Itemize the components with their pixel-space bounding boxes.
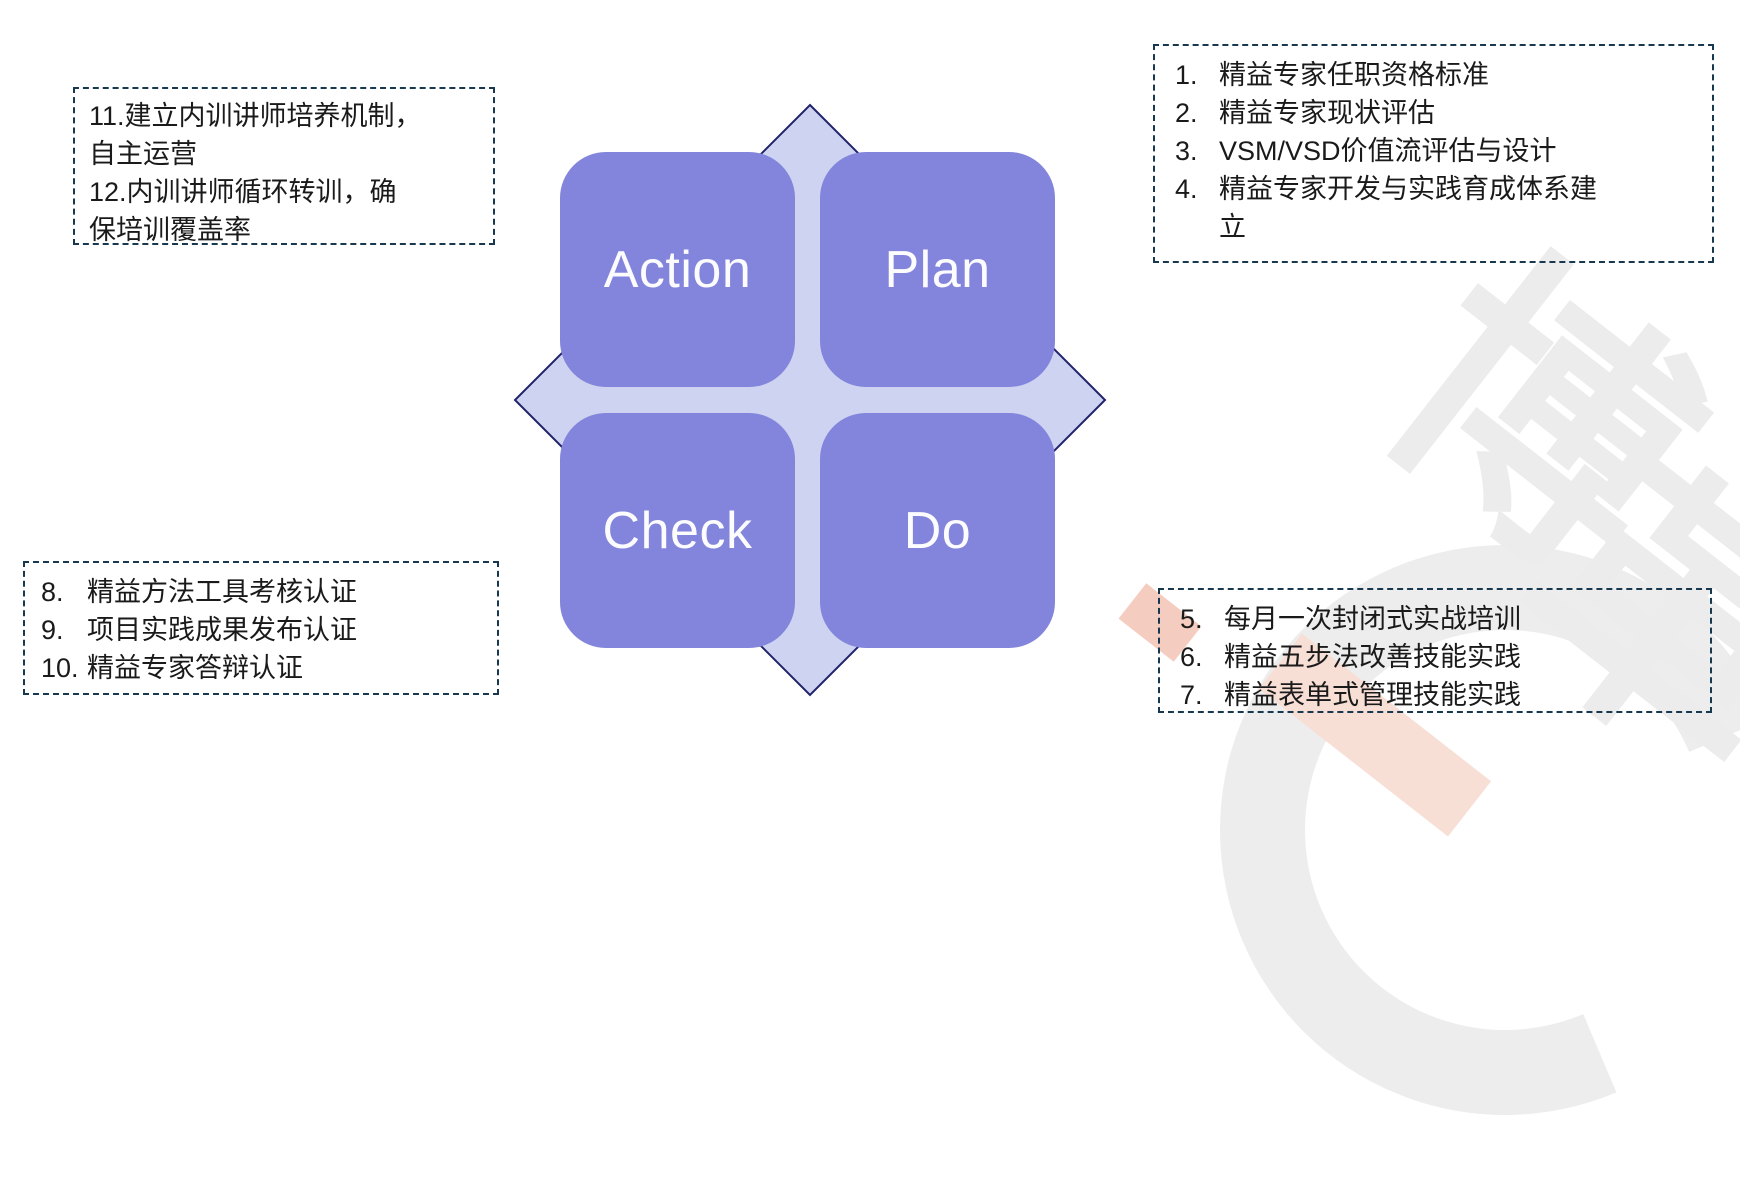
- note-item-text: VSM/VSD价值流评估与设计: [1219, 136, 1557, 166]
- note-item-number: 2.: [1175, 98, 1198, 128]
- plan-notes-box: 1. 精益专家任职资格标准 2. 精益专家现状评估 3. VSM/VSD价值流评…: [1153, 44, 1714, 263]
- pdca-tile-check: Check: [560, 413, 795, 648]
- note-item: 3. VSM/VSD价值流评估与设计: [1175, 132, 1700, 170]
- note-item-number: 4.: [1175, 174, 1198, 204]
- note-item-text: 精益专家现状评估: [1219, 98, 1435, 128]
- note-item-number: 1.: [1175, 60, 1198, 90]
- note-item-text: 精益专家开发与实践育成体系建 立: [1219, 174, 1597, 242]
- note-item-text: 精益方法工具考核认证: [87, 577, 357, 607]
- note-item-text: 精益专家任职资格标准: [1219, 60, 1489, 90]
- note-item: 10. 精益专家答辩认证: [41, 649, 485, 687]
- note-item: 4. 精益专家开发与实践育成体系建 立: [1175, 170, 1700, 246]
- note-item-text: 精益表单式管理技能实践: [1224, 680, 1521, 710]
- action-notes-box: 11.建立内训讲师培养机制， 自主运营 12.内训讲师循环转训，确 保培训覆盖率: [73, 87, 495, 245]
- pdca-label-action: Action: [603, 240, 752, 299]
- note-item: 1. 精益专家任职资格标准: [1175, 56, 1700, 94]
- note-line: 11.建立内训讲师培养机制，: [89, 101, 422, 131]
- note-line: 12.内训讲师循环转训，确: [89, 177, 397, 207]
- note-item-text: 项目实践成果发布认证: [87, 615, 357, 645]
- note-line: 自主运营: [89, 139, 197, 169]
- note-item-number: 10.: [41, 653, 79, 683]
- pdca-label-do: Do: [903, 501, 972, 560]
- pdca-label-check: Check: [602, 501, 753, 560]
- note-item-number: 6.: [1180, 642, 1203, 672]
- note-item: 8. 精益方法工具考核认证: [41, 573, 485, 611]
- note-item: 7. 精益表单式管理技能实践: [1180, 676, 1698, 714]
- note-item-text: 每月一次封闭式实战培训: [1224, 604, 1521, 634]
- note-item-number: 9.: [41, 615, 64, 645]
- note-item-number: 5.: [1180, 604, 1203, 634]
- note-item: 6. 精益五步法改善技能实践: [1180, 638, 1698, 676]
- note-item-number: 7.: [1180, 680, 1203, 710]
- do-notes-box: 5. 每月一次封闭式实战培训 6. 精益五步法改善技能实践 7. 精益表单式管理…: [1158, 588, 1712, 713]
- note-line: 保培训覆盖率: [89, 215, 251, 245]
- pdca-tile-plan: Plan: [820, 152, 1055, 387]
- note-item-text: 精益五步法改善技能实践: [1224, 642, 1521, 672]
- pdca-tile-do: Do: [820, 413, 1055, 648]
- note-item: 9. 项目实践成果发布认证: [41, 611, 485, 649]
- note-item-number: 3.: [1175, 136, 1198, 166]
- note-item: 5. 每月一次封闭式实战培训: [1180, 600, 1698, 638]
- pdca-tile-action: Action: [560, 152, 795, 387]
- pdca-label-plan: Plan: [884, 240, 991, 299]
- note-item-number: 8.: [41, 577, 64, 607]
- note-item-text: 精益专家答辩认证: [87, 653, 303, 683]
- check-notes-box: 8. 精益方法工具考核认证 9. 项目实践成果发布认证 10. 精益专家答辩认证: [23, 561, 499, 695]
- note-item: 2. 精益专家现状评估: [1175, 94, 1700, 132]
- pdca-diagram-stage: 博 革 Action Plan Check Do 11.建立内训讲师培养机制， …: [23, 44, 1740, 1201]
